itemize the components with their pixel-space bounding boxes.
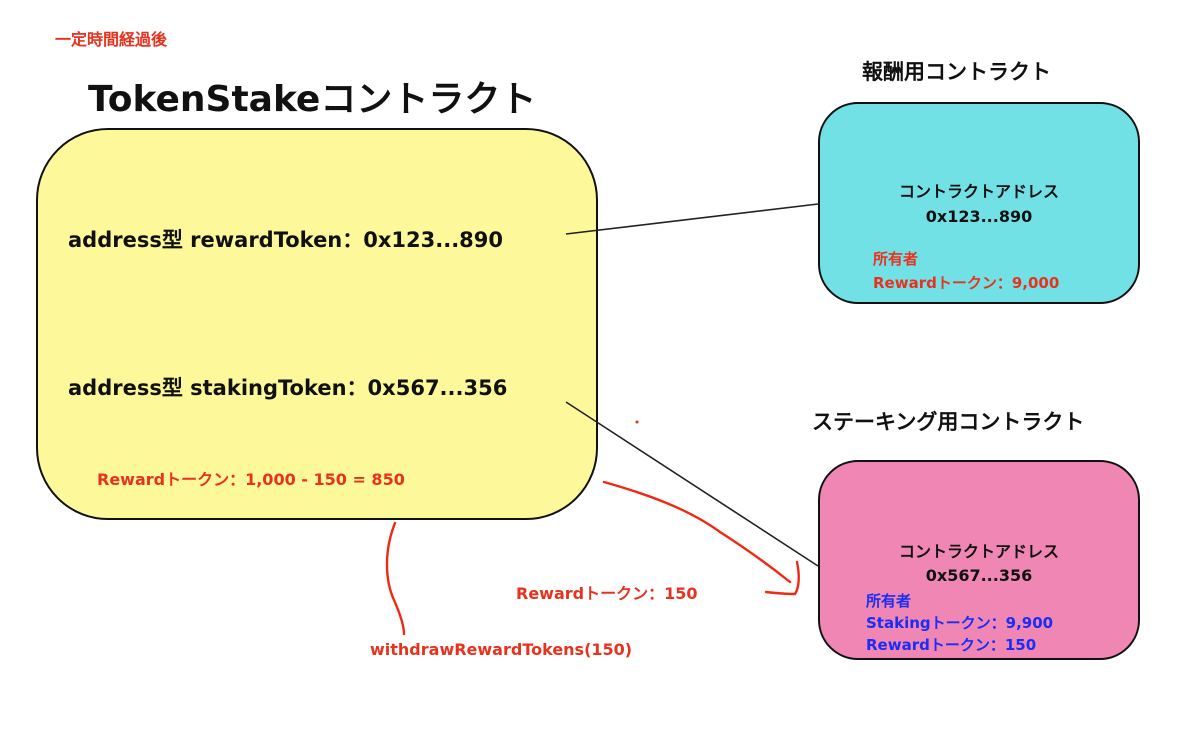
transfer-amount-label: Rewardトークン：150: [516, 584, 698, 603]
reward-contract-owner-label: 所有者: [873, 250, 919, 268]
staking-contract-title: ステーキング用コントラクト: [812, 410, 1085, 434]
stake-reward-balance: Rewardトークン：1,000 - 150 = 850: [97, 470, 405, 489]
staking-contract-reward-balance: Rewardトークン：150: [866, 636, 1037, 654]
staking-contract-staking-balance: Stakingトークン：9,900: [866, 614, 1054, 632]
function-call-label: withdrawRewardTokens(150): [370, 640, 633, 659]
time-elapsed-note: 一定時間経過後: [55, 30, 168, 49]
reward-contract-box: [818, 102, 1140, 304]
reward-token-connector: [565, 203, 819, 235]
function-call-stroke: [385, 521, 406, 636]
stake-contract-title: TokenStakeコントラクト: [88, 79, 537, 120]
reward-contract-title: 報酬用コントラクト: [862, 60, 1051, 84]
stray-dot: [635, 420, 639, 424]
reward-token-field: address型 rewardToken：0x123...890: [68, 228, 504, 252]
stake-contract-box: [36, 128, 598, 520]
reward-contract-address-label: コントラクトアドレス: [898, 182, 1059, 201]
staking-contract-box: [818, 460, 1140, 660]
reward-contract-address: 0x123...890: [925, 207, 1033, 226]
staking-contract-address-label: コントラクトアドレス: [898, 542, 1059, 561]
staking-contract-address: 0x567...356: [925, 566, 1033, 585]
transfer-arrow: [602, 480, 792, 584]
staking-token-field: address型 stakingToken：0x567...356: [68, 376, 508, 400]
staking-token-connector: [565, 401, 819, 567]
staking-contract-owner-label: 所有者: [866, 592, 912, 610]
reward-contract-balance: Rewardトークン：9,000: [873, 274, 1060, 292]
transfer-arrowhead: [764, 560, 800, 596]
